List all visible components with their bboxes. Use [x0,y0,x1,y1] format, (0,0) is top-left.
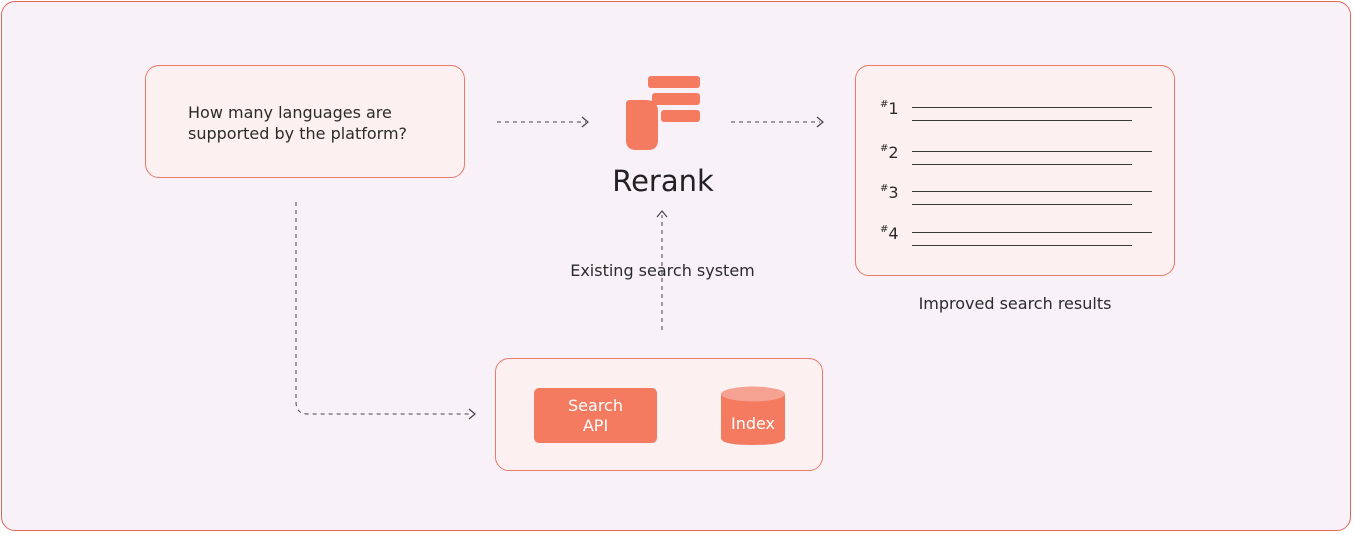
result-line [912,232,1152,233]
result-line [912,204,1132,205]
results-caption: Improved search results [918,294,1112,313]
results-card: #1 #2 #3 #4 [855,65,1175,276]
search-api-block: Search API [534,388,657,443]
arrowhead-right-3 [468,408,476,420]
index-label: Index [730,414,776,433]
result-rank-2: #2 [880,142,899,162]
existing-system-label: Existing search system [570,261,755,280]
result-line [912,245,1132,246]
search-api-label: Search API [568,395,623,435]
result-line [912,164,1132,165]
arrow-query-to-system [295,202,472,415]
query-card: How many languages are supported by the … [145,65,465,178]
result-line [912,120,1132,121]
result-rank-1: #1 [880,98,899,118]
arrowhead-right-2 [816,116,824,128]
rerank-logo-icon [626,76,700,150]
result-rank-3: #3 [880,182,899,202]
result-rank-4: #4 [880,223,899,243]
existing-system-card: Search API Index [495,358,823,471]
rerank-title: Rerank [612,164,714,198]
arrowhead-right-1 [581,116,589,128]
arrowhead-up [656,210,668,218]
result-line [912,151,1152,152]
query-text: How many languages are supported by the … [188,103,408,143]
result-line [912,107,1152,108]
result-line [912,191,1152,192]
database-icon [721,386,785,445]
